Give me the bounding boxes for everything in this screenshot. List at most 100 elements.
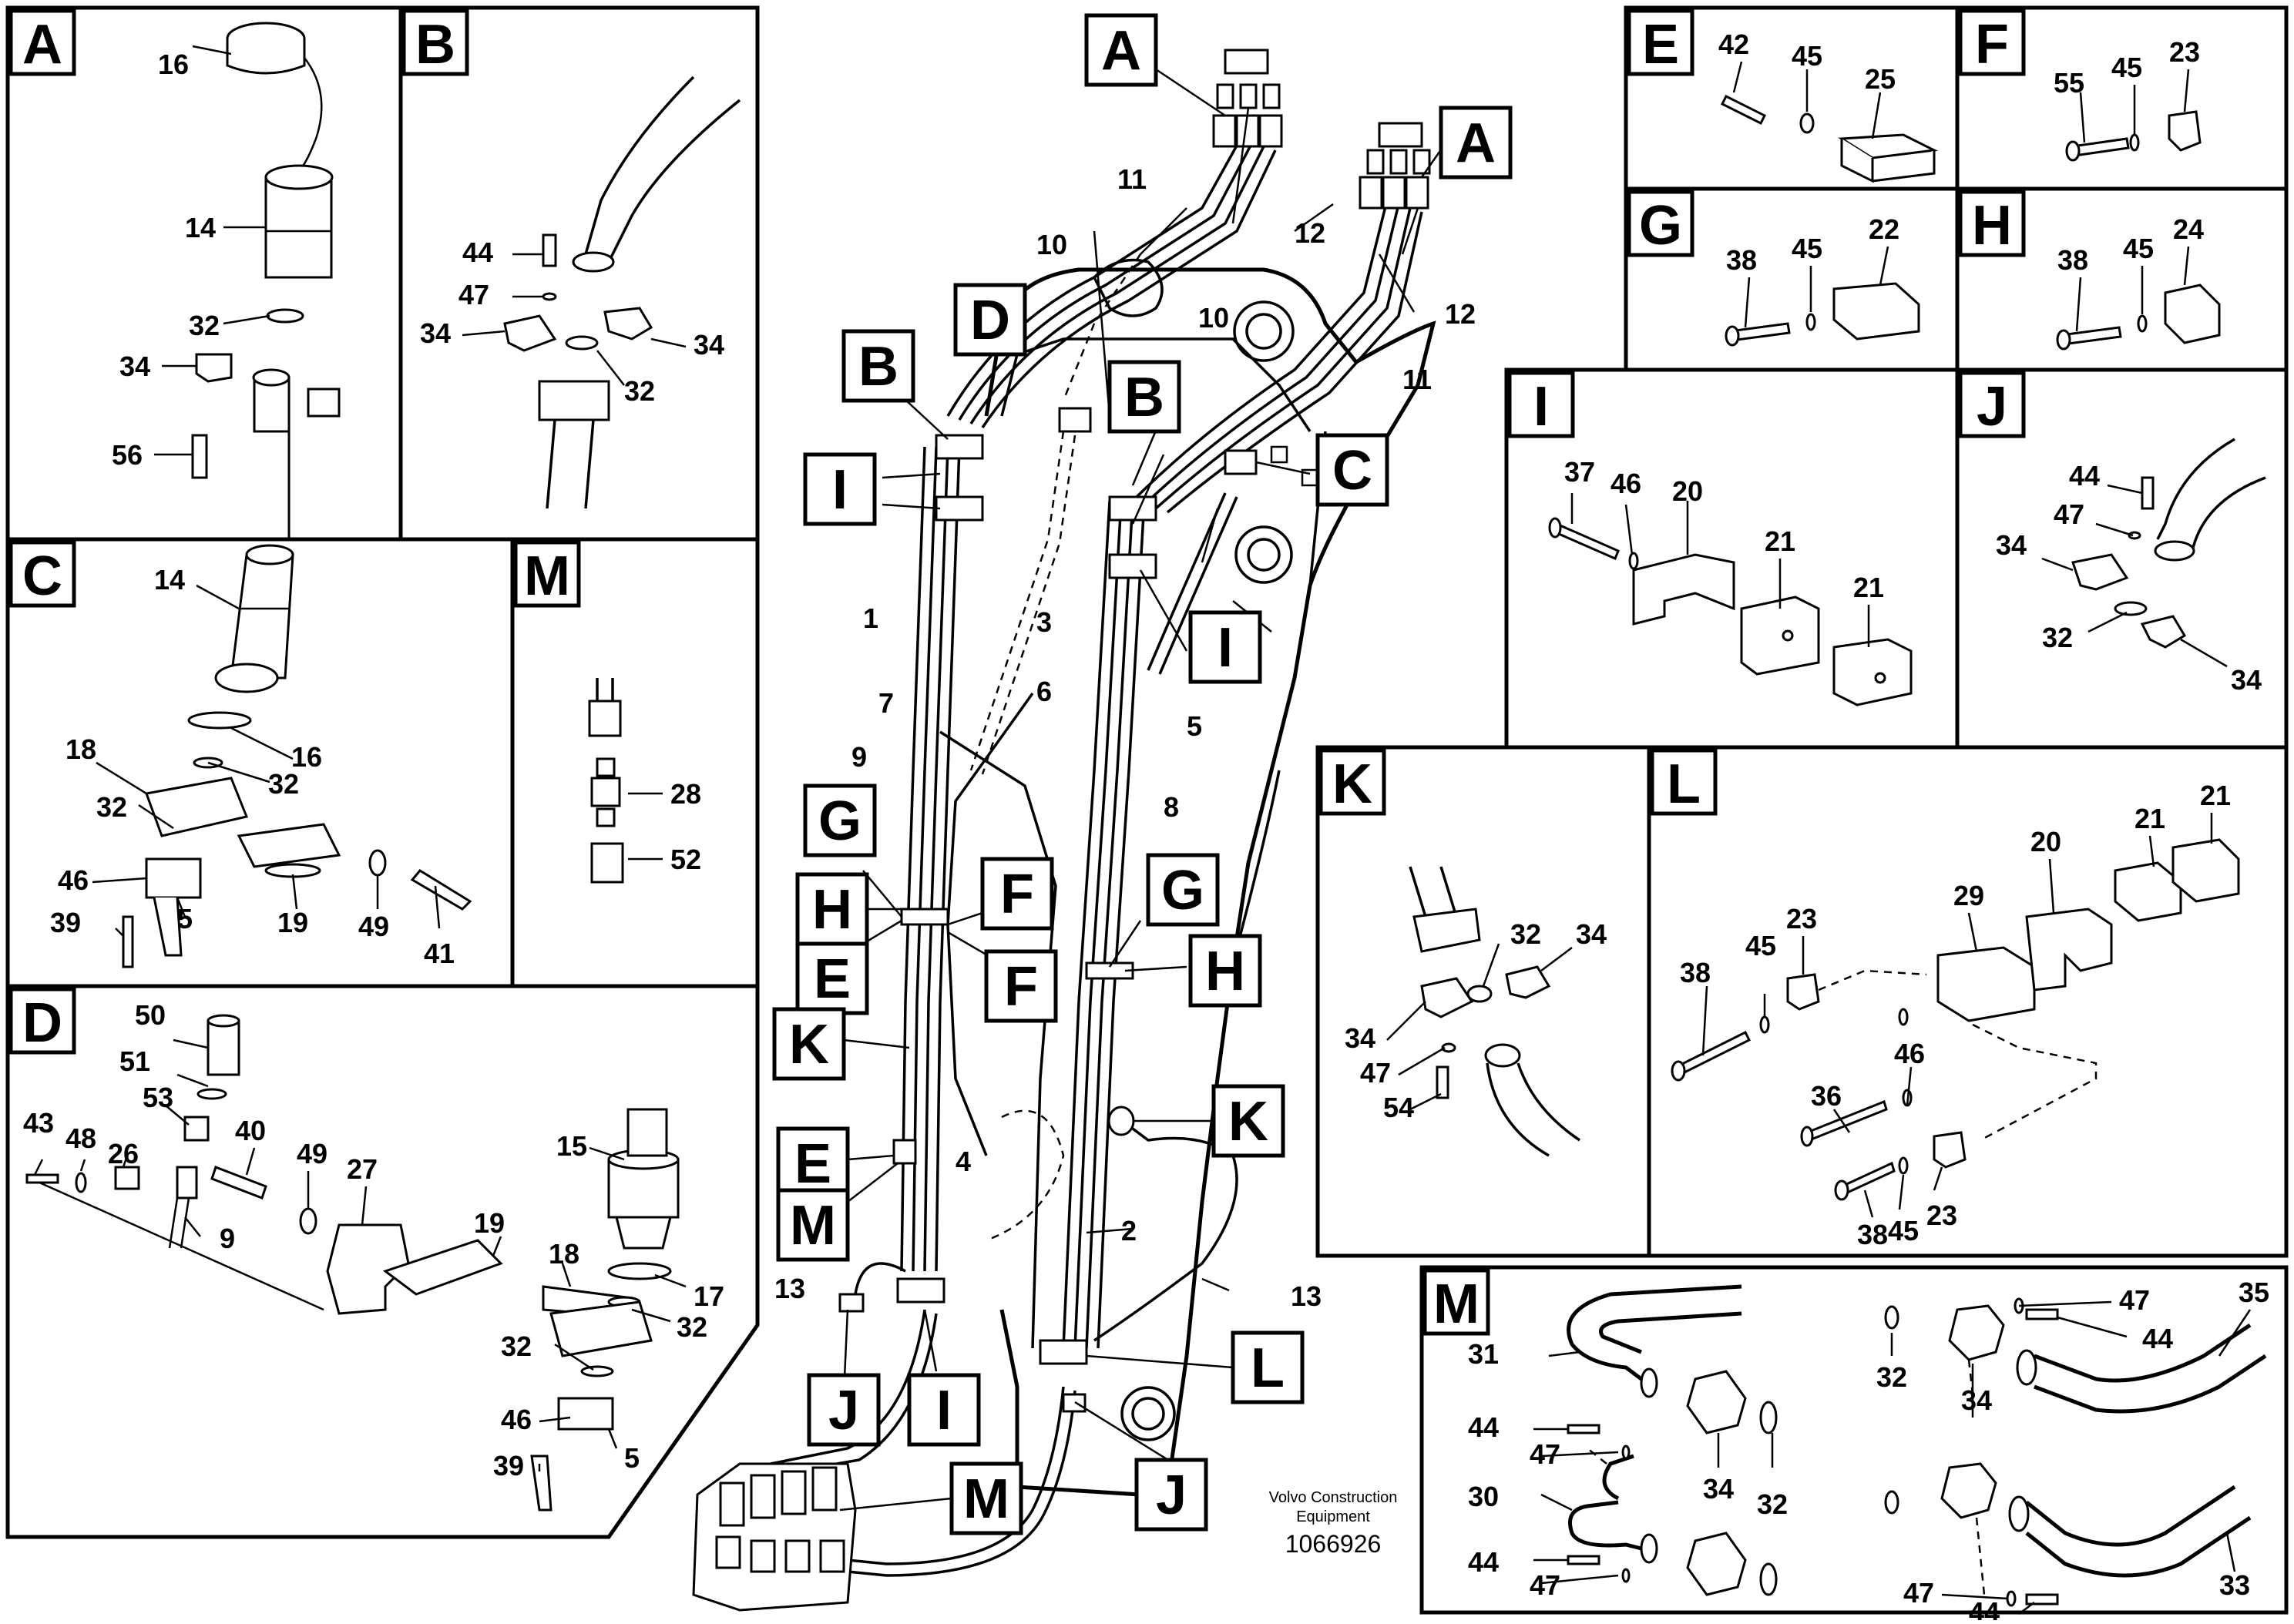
panel-K-num-34a: 34 (1576, 918, 1607, 950)
panel-C-num-46: 46 (58, 864, 89, 896)
panel-M2-num-44a: 44 (1468, 1411, 1499, 1443)
panel-I-num-21a: 21 (1765, 525, 1795, 557)
panel-D-num-18: 18 (549, 1238, 579, 1270)
panel-D-num-9: 9 (220, 1223, 235, 1254)
panel-D-num-32b: 32 (501, 1330, 532, 1362)
panel-H-letter: H (1972, 195, 2012, 257)
main-callout-M1: M (790, 1195, 836, 1257)
main-num-8: 8 (1164, 791, 1179, 823)
panel-D-num-43: 43 (23, 1107, 54, 1139)
panel-M2-num-33: 33 (2219, 1569, 2250, 1601)
panel-E-num-45: 45 (1792, 40, 1822, 72)
panel-D-num-51: 51 (119, 1045, 150, 1077)
panel-D-num-53: 53 (143, 1082, 173, 1113)
main-callout-K2: K (1228, 1091, 1268, 1153)
panel-C-num-41: 41 (424, 938, 455, 969)
panel-K-num-32: 32 (1510, 918, 1541, 950)
detail-panel-G: G 38 45 22 (1624, 186, 1960, 372)
main-callout-G2: G (1161, 860, 1204, 921)
panel-J-num-34b: 34 (2231, 664, 2262, 696)
panel-C-num-14: 14 (154, 564, 185, 596)
panel-C-num-32a: 32 (268, 768, 299, 800)
panel-L-num-38a: 38 (1680, 957, 1711, 988)
panel-M2-num-30: 30 (1468, 1481, 1499, 1512)
panel-D-num-32a: 32 (677, 1311, 707, 1343)
panel-B-num-34a: 34 (420, 317, 451, 349)
main-num-1: 1 (863, 602, 878, 634)
main-callout-I1: I (832, 459, 848, 521)
main-callout-E1: E (814, 948, 851, 1010)
panel-K-letter: K (1332, 753, 1372, 815)
panel-M2-num-35: 35 (2239, 1277, 2269, 1308)
detail-panel-C: C 14 18 16 32 32 46 5 19 49 41 39 (8, 540, 472, 969)
panel-A-num-56: 56 (112, 439, 143, 471)
main-num-11b: 11 (1402, 364, 1432, 395)
main-callouts: A A B B C D I I I G G H H F F E E K K (772, 13, 1513, 1535)
panel-C-letter: C (22, 545, 62, 607)
panel-L-num-21a: 21 (2200, 780, 2231, 811)
panel-D-num-27: 27 (347, 1153, 378, 1185)
panel-I-letter: I (1533, 376, 1549, 438)
panel-L-num-23a: 23 (1786, 903, 1817, 934)
panel-F-num-55: 55 (2054, 67, 2084, 99)
panel-D-num-17: 17 (694, 1280, 724, 1312)
panel-I-num-37: 37 (1564, 456, 1595, 488)
panel-F-num-45: 45 (2111, 52, 2142, 83)
panel-M1-num-28: 28 (670, 778, 701, 810)
detail-panel-J: J 44 47 34 32 34 (1955, 367, 2289, 750)
main-num-13b: 13 (1291, 1280, 1322, 1312)
panel-D-num-46: 46 (501, 1404, 532, 1435)
main-callout-D: D (970, 290, 1010, 351)
panel-M1-letter: M (524, 545, 570, 607)
panel-A-num-14: 14 (185, 212, 216, 243)
panel-L-num-45a: 45 (1745, 930, 1776, 961)
panel-D-letter: D (22, 992, 62, 1054)
panel-K-num-34b: 34 (1345, 1022, 1375, 1054)
panel-D-num-49: 49 (297, 1138, 327, 1169)
panel-D-num-15: 15 (556, 1130, 587, 1162)
panel-I-num-21b: 21 (1853, 572, 1884, 603)
panel-K-num-47: 47 (1360, 1057, 1391, 1089)
panel-J-num-47: 47 (2054, 498, 2084, 530)
panel-J-letter: J (1977, 376, 2007, 438)
main-callout-G1: G (818, 790, 862, 852)
panel-L-num-20: 20 (2030, 826, 2061, 857)
panel-L-num-21b: 21 (2134, 803, 2165, 834)
panel-B-num-34b: 34 (694, 329, 724, 361)
panel-M2-num-31: 31 (1468, 1338, 1499, 1370)
panel-D-num-50: 50 (135, 999, 166, 1031)
panel-D-num-39: 39 (493, 1450, 524, 1481)
panel-L-num-45b: 45 (1888, 1215, 1919, 1247)
panel-G-letter: G (1639, 195, 1682, 257)
panel-D-num-19: 19 (474, 1207, 505, 1239)
main-num-9: 9 (851, 741, 867, 773)
panel-M2-num-47a: 47 (1530, 1438, 1560, 1470)
main-callout-A1: A (1101, 20, 1141, 82)
detail-panel-A: A 16 14 32 34 56 (8, 8, 341, 539)
panel-F-num-23: 23 (2169, 36, 2200, 68)
panel-D-num-40: 40 (235, 1115, 266, 1146)
main-callout-B1: B (858, 336, 898, 398)
panel-H-num-45: 45 (2123, 233, 2154, 264)
panel-G-num-22: 22 (1869, 213, 1899, 245)
panel-D-num-26: 26 (108, 1138, 139, 1169)
main-callout-F1: F (1000, 864, 1034, 925)
panel-E-letter: E (1642, 14, 1679, 75)
panel-B-letter: B (415, 14, 455, 75)
panel-M2-num-44c: 44 (2142, 1323, 2173, 1354)
panel-G-num-45: 45 (1792, 233, 1822, 264)
panel-M2-num-47d: 47 (1903, 1577, 1934, 1609)
main-num-6: 6 (1036, 676, 1052, 707)
panel-A-num-32: 32 (189, 310, 220, 341)
panel-G-num-38: 38 (1726, 244, 1757, 276)
panel-C-num-49: 49 (358, 911, 389, 942)
main-callout-I3: I (936, 1380, 952, 1441)
panel-M1-num-52: 52 (670, 844, 701, 875)
main-num-4: 4 (956, 1146, 971, 1177)
detail-panel-E: E 42 45 25 (1624, 5, 1960, 191)
left-panel-frame (5, 5, 760, 1539)
panel-M2-letter: M (1433, 1273, 1480, 1335)
detail-panel-B: B 44 47 34 34 32 (401, 8, 741, 509)
detail-panel-M-left: M 28 52 (513, 540, 701, 884)
